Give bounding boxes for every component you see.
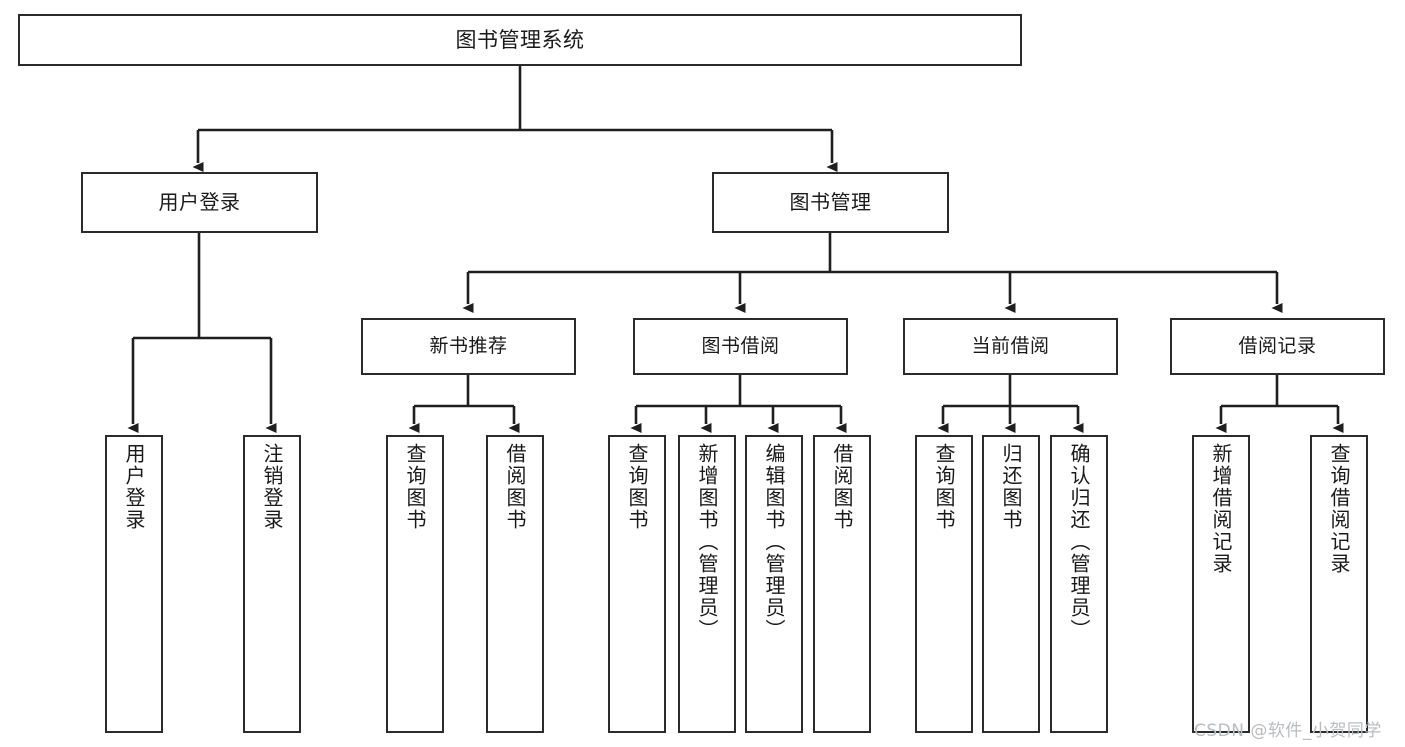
leaf-book-borrow-edit[interactable]: 编辑图书（管理员） bbox=[745, 435, 803, 733]
leaf-book-borrow-borrow[interactable]: 借阅图书 bbox=[813, 435, 871, 733]
leaf-borrow-record-query[interactable]: 查询借阅记录 bbox=[1310, 435, 1368, 733]
node-book-borrow[interactable]: 图书借阅 bbox=[633, 318, 848, 375]
node-user-login[interactable]: 用户登录 bbox=[81, 172, 318, 233]
node-label: 归还图书 bbox=[999, 443, 1023, 531]
node-label: 借阅记录 bbox=[1238, 335, 1317, 358]
node-borrow-record[interactable]: 借阅记录 bbox=[1170, 318, 1385, 375]
leaf-book-borrow-query[interactable]: 查询图书 bbox=[608, 435, 666, 733]
leaf-user-login-logout[interactable]: 注销登录 bbox=[243, 435, 301, 733]
node-label: 注销登录 bbox=[260, 443, 284, 531]
node-new-book-recommend[interactable]: 新书推荐 bbox=[361, 318, 576, 375]
leaf-current-borrow-query[interactable]: 查询图书 bbox=[915, 435, 973, 733]
watermark-text: CSDN @软件_小贺同学 bbox=[1194, 721, 1382, 741]
node-label: 用户登录 bbox=[122, 443, 146, 531]
node-label: 查询图书 bbox=[403, 443, 427, 531]
node-label: 查询图书 bbox=[625, 443, 649, 531]
leaf-current-borrow-return[interactable]: 归还图书 bbox=[982, 435, 1040, 733]
node-label: 图书借阅 bbox=[701, 335, 780, 358]
node-label: 查询借阅记录 bbox=[1327, 443, 1351, 575]
node-label: 查询图书 bbox=[932, 443, 956, 531]
node-label: 图书管理 bbox=[789, 189, 872, 214]
node-label: 新书推荐 bbox=[429, 335, 508, 358]
leaf-user-login-login[interactable]: 用户登录 bbox=[105, 435, 163, 733]
node-label: 新增借阅记录 bbox=[1209, 443, 1233, 575]
node-label: 编辑图书（管理员） bbox=[762, 443, 786, 641]
leaf-current-borrow-confirm-return[interactable]: 确认归还（管理员） bbox=[1050, 435, 1108, 733]
node-book-management[interactable]: 图书管理 bbox=[712, 172, 949, 233]
node-root-system[interactable]: 图书管理系统 bbox=[18, 14, 1022, 66]
leaf-new-book-query[interactable]: 查询图书 bbox=[386, 435, 444, 733]
leaf-new-book-borrow[interactable]: 借阅图书 bbox=[486, 435, 544, 733]
node-label: 确认归还（管理员） bbox=[1067, 443, 1091, 641]
node-label: 用户登录 bbox=[158, 189, 241, 214]
node-label: 图书管理系统 bbox=[455, 27, 585, 52]
node-label: 借阅图书 bbox=[830, 443, 854, 531]
node-label: 新增图书（管理员） bbox=[695, 443, 719, 641]
leaf-borrow-record-add[interactable]: 新增借阅记录 bbox=[1192, 435, 1250, 733]
node-label: 借阅图书 bbox=[503, 443, 527, 531]
node-current-borrow[interactable]: 当前借阅 bbox=[903, 318, 1118, 375]
node-label: 当前借阅 bbox=[971, 335, 1050, 358]
leaf-book-borrow-add[interactable]: 新增图书（管理员） bbox=[678, 435, 736, 733]
